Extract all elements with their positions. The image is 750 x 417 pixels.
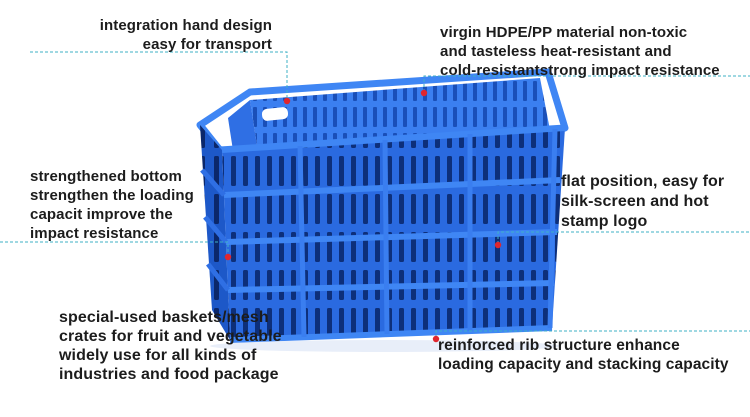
annotation-bottom: strengthened bottom strengthen the loadi…: [30, 167, 194, 243]
annotation-handle: integration hand design easy for transpo…: [70, 16, 272, 54]
annotation-line: cold-resistantstrong impact resistance: [440, 62, 720, 79]
annotation-usage: special-used baskets/mesh crates for fru…: [59, 308, 282, 384]
annotation-line: strengthen the loading: [30, 187, 194, 204]
annotation-line: easy for transport: [142, 36, 272, 53]
annotation-line: integration hand design: [99, 17, 272, 34]
annotation-line: reinforced rib structure enhance: [438, 337, 680, 354]
annotation-logo: flat position, easy for silk-screen and …: [561, 172, 724, 232]
crate-handle-hole: [261, 107, 289, 121]
annotation-line: impact resistance: [30, 225, 159, 242]
annotation-line: silk-screen and hot: [561, 193, 709, 210]
annotation-line: virgin HDPE/PP material non-toxic: [440, 24, 688, 41]
annotation-line: and tasteless heat-resistant and: [440, 43, 672, 60]
crate-ribs: [221, 125, 566, 343]
annotation-line: stamp logo: [561, 213, 648, 230]
annotation-line: strengthened bottom: [30, 168, 182, 185]
annotation-line: crates for fruit and vegetable: [59, 328, 282, 345]
annotation-line: industries and food package: [59, 366, 279, 383]
annotation-line: special-used baskets/mesh: [59, 309, 269, 326]
annotation-material: virgin HDPE/PP material non-toxic and ta…: [440, 23, 720, 80]
annotation-line: widely use for all kinds of: [59, 347, 257, 364]
annotation-rib: reinforced rib structure enhance loading…: [438, 336, 729, 374]
annotation-markers: [224, 89, 502, 343]
annotation-line: flat position, easy for: [561, 173, 725, 190]
leader-lines: [0, 51, 750, 338]
annotation-line: loading capacity and stacking capacity: [438, 356, 729, 373]
annotation-line: capacit improve the: [30, 206, 173, 223]
